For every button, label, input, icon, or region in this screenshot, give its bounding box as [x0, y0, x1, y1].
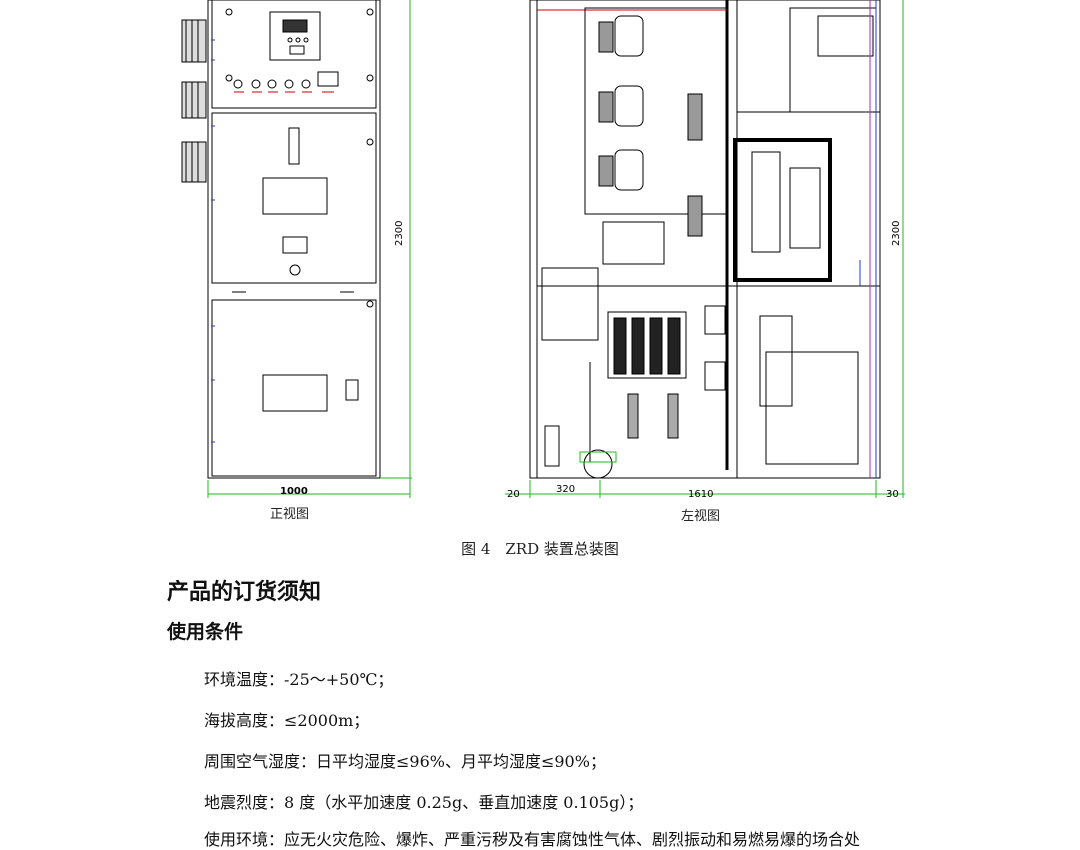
bushings — [181, 19, 207, 183]
dim-front-width: 1000 — [280, 486, 308, 497]
current-transformers — [598, 15, 644, 191]
condition-environment: 使用环境：应无火灾危险、爆炸、严重污秽及有害腐蚀性气体、剧烈振动和易燃易爆的场合… — [204, 830, 861, 849]
condition-humidity: 周围空气湿度：日平均湿度≤96%、月平均湿度≤90%； — [204, 752, 606, 771]
left-view-label: 左视图 — [681, 509, 721, 524]
dim-side-right-gap: 30 — [886, 489, 899, 500]
section-subtitle: 使用条件 — [167, 621, 244, 643]
section-title: 产品的订货须知 — [167, 580, 322, 605]
dim-front-height: 2300 — [394, 221, 405, 246]
left-view-drawing — [505, 0, 905, 498]
front-view-label: 正视图 — [270, 507, 310, 522]
dim-side-sub: 320 — [556, 484, 575, 495]
dim-side-left-gap: 20 — [507, 489, 520, 500]
front-view-drawing — [181, 0, 412, 498]
condition-altitude: 海拔高度：≤2000m； — [204, 711, 370, 730]
figure-caption: 图 4 ZRD 装置总装图 — [461, 540, 619, 558]
dim-side-height: 2300 — [891, 221, 902, 246]
dim-side-width: 1610 — [688, 489, 713, 500]
assembly-drawing: 1000 2300 2300 20 320 1610 30 — [181, 0, 905, 500]
condition-temperature: 环境温度：-25～+50℃； — [204, 670, 394, 689]
condition-seismic: 地震烈度：8 度（水平加速度 0.25g、垂直加速度 0.105g）； — [204, 793, 644, 812]
